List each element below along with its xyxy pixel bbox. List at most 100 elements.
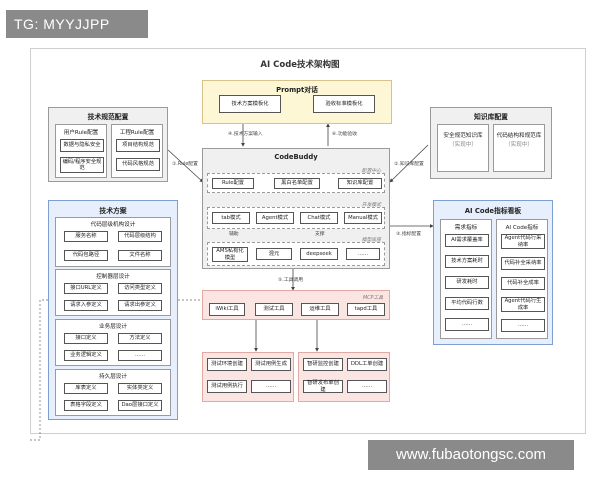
codebuddy-panel: CodeBuddy 配置中心 Rule配置 黑白名单配置 知识库配置 开发模式 … (202, 148, 390, 269)
rule-config-box: Rule配置 (212, 178, 254, 189)
method-def-box: 方法定义 (118, 333, 162, 344)
dao-def-box: Dao层接口定义 (118, 400, 162, 411)
tapd-tool-box: tapd工具 (347, 303, 385, 316)
arrow-label-rule: ①.Rule配置 (172, 162, 198, 167)
blacklist-config-box: 黑白名单配置 (274, 178, 320, 189)
config-center-group: Rule配置 黑白名单配置 知识库配置 (207, 173, 385, 193)
request-out-box: 请求出参定义 (118, 300, 162, 311)
dev-time-box: 研发耗时 (445, 276, 489, 289)
code-style-box: 代码风格规范 (116, 158, 160, 171)
arrow-rule (167, 149, 204, 183)
access-type-box: 访问类型定义 (118, 283, 162, 294)
knowledge-security-label: 安全规范知识库 (443, 133, 483, 139)
tab-mode-box: tab模式 (212, 212, 250, 224)
knowledge-panel: 知识库配置 安全规范知识库 （实现中） 代码结构和规范库 （实现中） (430, 107, 552, 179)
avg-lines-box: 平均代码行数 (445, 297, 489, 310)
knowledge-title: 知识库配置 (474, 113, 508, 121)
ops-tool-box: 运维工具 (301, 303, 339, 316)
assist-label: 辅助 (229, 232, 239, 237)
test-env-box: 测试环境创建 (207, 358, 247, 371)
tech-spec-panel: 技术规范配置 用户Rule配置 数据与隐私安全 编码/程序安全规范 工程Rule… (48, 107, 168, 182)
interface-def-box: 接口定义 (64, 333, 108, 344)
test-tools-panel: 测试环境创建 测试用例生成 测试用例执行 ...... (202, 352, 294, 402)
knowledge-code-note: （实现中） (505, 142, 533, 148)
iwiki-tool-box: iWiki工具 (209, 303, 245, 316)
controller-group: 控制器层设计 接口URL定义 访问类型定义 请求入参定义 请求出参定义 (55, 269, 171, 316)
table-def-box: 库表定义 (64, 383, 108, 394)
knowledge-security-box: 安全规范知识库 （实现中） (437, 124, 489, 172)
hunyuan-box: 混元 (256, 248, 292, 260)
user-rule-panel: 用户Rule配置 数据与隐私安全 编码/程序安全规范 (55, 124, 107, 178)
user-rule-title: 用户Rule配置 (63, 130, 99, 136)
arrow-label-knowledge: ②.知识库配置 (394, 162, 424, 167)
release-ticket-box: 智研发布单创建 (303, 380, 343, 393)
manual-mode-box: Manual模式 (344, 212, 382, 224)
code-design-title: 代码层级机构设计 (90, 222, 136, 228)
controller-title: 控制器层设计 (96, 274, 130, 280)
deepseek-box: deepseek (300, 248, 338, 260)
metrics-title: AI Code指标看板 (464, 207, 522, 215)
code-metrics-group: AI Code指标 Agent代码行采纳率 代码补全采纳率 代码补全成率 Age… (496, 219, 548, 339)
entity-def-box: 实体类定义 (118, 383, 162, 394)
codebuddy-title: CodeBuddy (274, 153, 318, 161)
arrow-label-acceptance: ⑥.功能验收 (332, 132, 358, 137)
support-label: 支撑 (315, 232, 325, 237)
persistence-title: 持久层设计 (99, 374, 127, 380)
service-more-box: ...... (118, 350, 162, 361)
model-base-group: AMS私有化模型 混元 deepseek ...... (207, 242, 385, 266)
knowledge-code-box: 代码结构和规范库 （实现中） (493, 124, 545, 172)
ops-more-box: ...... (347, 380, 387, 393)
completion-adoption-box: 代码补全采纳率 (501, 257, 545, 270)
field-def-box: 表格字段定义 (64, 400, 108, 411)
agent-generation-box: Agent代码行生成率 (501, 297, 545, 312)
solution-title: 技术方案 (99, 207, 127, 215)
ops-tools-panel: 智研监控创建 DDL工单创建 智研发布单创建 ...... (298, 352, 390, 402)
project-rule-panel: 工程Rule配置 项目结构规范 代码风格规范 (111, 124, 163, 178)
ams-model-box: AMS私有化模型 (212, 247, 248, 262)
ddl-ticket-box: DDL工单创建 (347, 358, 387, 371)
completion-success-box: 代码补全成率 (501, 277, 545, 290)
service-title: 业务层设计 (99, 324, 127, 330)
file-name-box: 文件名称 (118, 250, 162, 261)
demand-coverage-box: AI需求覆盖率 (445, 234, 489, 247)
tech-template-box: 技术方案模板化 (219, 95, 281, 113)
watermark-top: TG: MYYJJPP (6, 10, 148, 38)
solution-time-box: 技术方案耗时 (445, 255, 489, 268)
config-center-label: 配置中心 (361, 169, 381, 174)
package-path-box: 代码包路径 (64, 250, 108, 261)
arrow-label-metric: ③.指标配置 (396, 232, 422, 237)
solution-panel: 技术方案 代码层级机构设计 服务名称 代码层级结构 代码包路径 文件名称 控制器… (48, 200, 178, 420)
project-rule-title: 工程Rule配置 (119, 130, 155, 136)
tech-spec-title: 技术规范配置 (87, 113, 129, 121)
agent-adoption-box: Agent代码行采纳率 (501, 234, 545, 249)
knowledge-config-box: 知识库配置 (338, 178, 382, 189)
privacy-box: 数据与隐私安全 (60, 139, 104, 152)
service-name-box: 服务名称 (64, 231, 108, 242)
logic-def-box: 业务逻辑定义 (64, 350, 108, 361)
chat-mode-box: Chat模式 (300, 212, 338, 224)
test-tool-box: 测试工具 (255, 303, 293, 316)
code-design-group: 代码层级机构设计 服务名称 代码层级结构 代码包路径 文件名称 (55, 217, 171, 267)
arrow-knowledge (389, 144, 429, 183)
arrow-label-tool-call: ⑤.工具调用 (278, 278, 304, 283)
agent-mode-box: Agent模式 (256, 212, 294, 224)
prompt-panel: Prompt对话 技术方案模板化 验收标准模板化 (202, 80, 392, 124)
mcp-title: MCP工具 (363, 296, 383, 301)
knowledge-security-note: （实现中） (449, 142, 477, 148)
dev-mode-label: 开发模式 (361, 203, 381, 208)
test-case-exec-box: 测试用例执行 (207, 380, 247, 393)
service-group: 业务层设计 接口定义 方法定义 业务逻辑定义 ...... (55, 319, 171, 366)
url-def-box: 接口URL定义 (64, 283, 108, 294)
code-metrics-title: AI Code指标 (505, 225, 539, 231)
project-structure-box: 项目结构规范 (116, 139, 160, 152)
dev-mode-group: tab模式 Agent模式 Chat模式 Manual模式 (207, 207, 385, 229)
acceptance-template-box: 验收标准模板化 (313, 95, 375, 113)
test-more-box: ...... (251, 380, 291, 393)
knowledge-code-label: 代码结构和规范库 (496, 133, 542, 139)
mcp-panel: MCP工具 iWiki工具 测试工具 运维工具 tapd工具 (202, 290, 390, 320)
code-more-box: ...... (501, 319, 545, 332)
monitor-create-box: 智研监控创建 (303, 358, 343, 371)
coding-security-box: 编码/程序安全规范 (60, 157, 104, 173)
test-case-gen-box: 测试用例生成 (251, 358, 291, 371)
metrics-panel: AI Code指标看板 需求指标 AI需求覆盖率 技术方案耗时 研发耗时 平均代… (433, 200, 553, 345)
